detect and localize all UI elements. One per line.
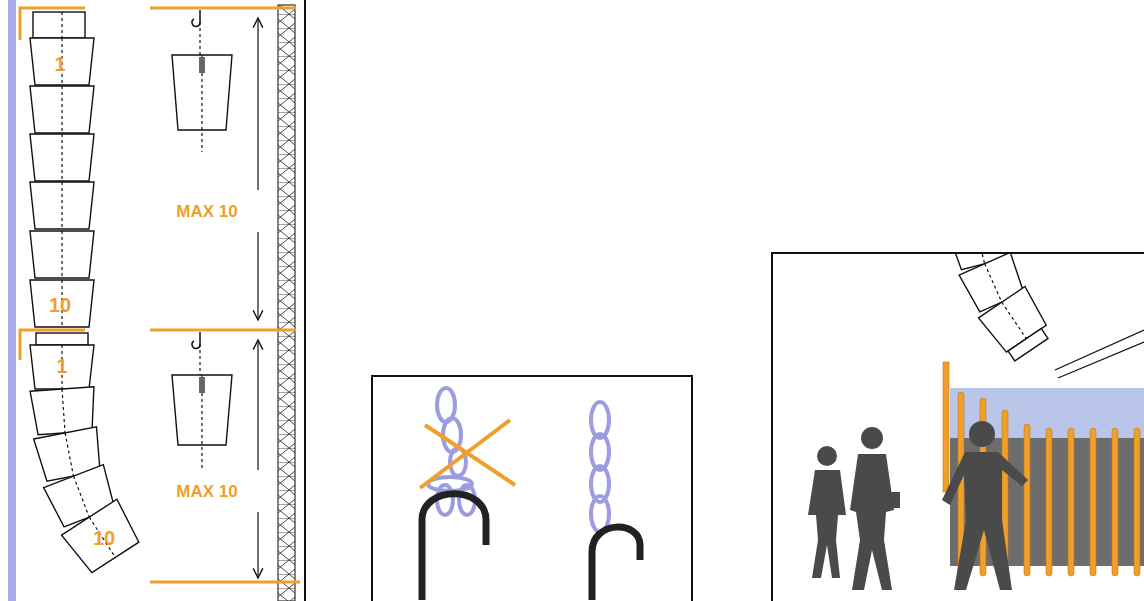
line-array-panel (8, 0, 305, 601)
max-count-label: MAX 10 (173, 481, 240, 502)
cabinet-number: 10 (93, 528, 115, 548)
cabinet-number: 1 (54, 54, 65, 74)
max-count-label: MAX 10 (173, 201, 240, 222)
audience-safety-panel (772, 212, 1144, 601)
cabinet-number: 10 (49, 295, 71, 315)
cabinet-number: 1 (56, 356, 67, 376)
chain-hook-panel (372, 376, 692, 601)
